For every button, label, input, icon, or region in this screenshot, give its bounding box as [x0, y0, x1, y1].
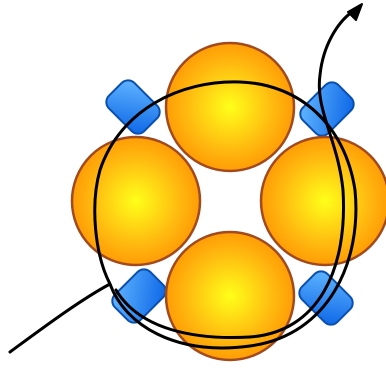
sphere-left	[72, 137, 200, 265]
arrowhead-icon	[348, 4, 362, 20]
sphere-top	[166, 43, 294, 171]
connector-bottom-right	[296, 268, 357, 329]
connector-bottom-left	[109, 266, 170, 327]
connector-top-left	[103, 77, 164, 138]
connector-top-right	[297, 79, 358, 140]
sphere-right	[261, 137, 386, 265]
